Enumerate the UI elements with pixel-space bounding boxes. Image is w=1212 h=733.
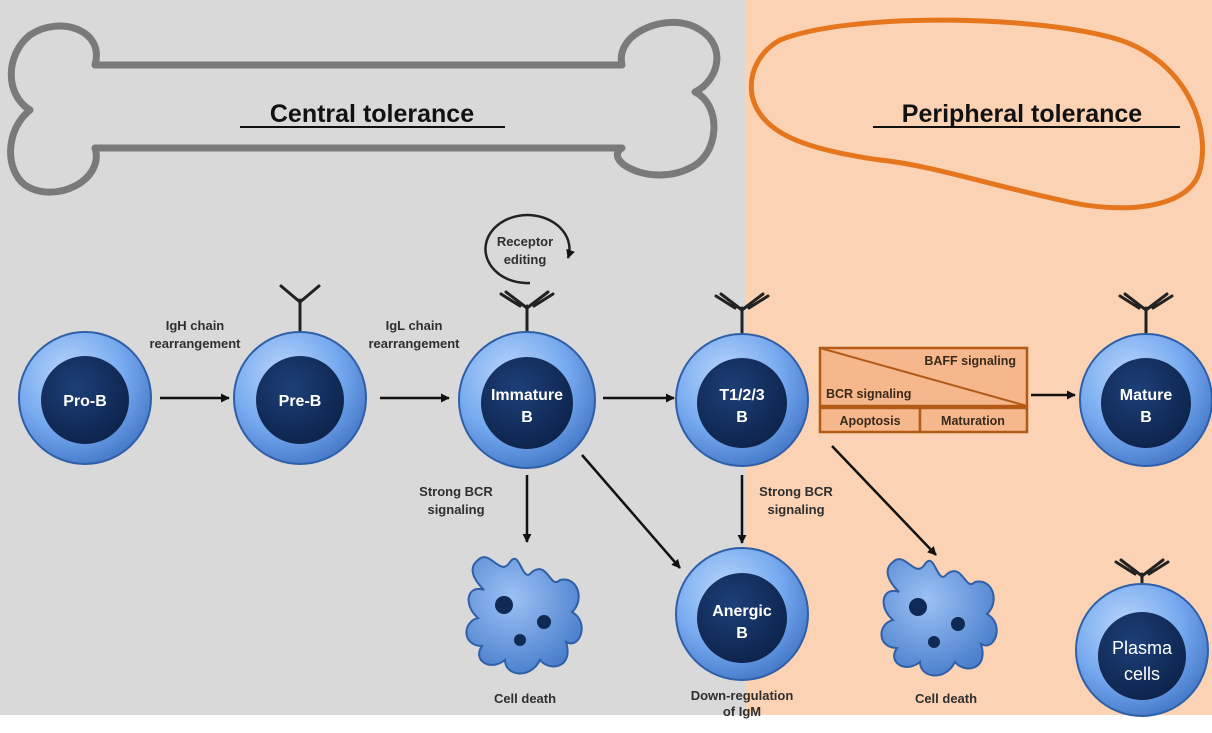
pre-b-label: Pre-B (279, 393, 322, 410)
mature-b-cell: Mature B (1079, 333, 1212, 467)
t123-b-label-2: B (736, 409, 748, 426)
arrow-immature-to-anergic (581, 454, 681, 569)
cell-death-label-2: Cell death (915, 691, 977, 706)
pro-b-cell: Pro-B (18, 331, 152, 465)
central-tolerance-title: Central tolerance (270, 100, 474, 128)
apoptotic-cell-icon-2 (880, 558, 998, 677)
maturation-label: Maturation (941, 414, 1005, 428)
plasma-cells-label-2: cells (1124, 664, 1160, 684)
antibody-icon-immature (499, 290, 555, 337)
mature-b-label: Mature (1120, 387, 1173, 404)
receptor-editing-loop: Receptor editing (484, 213, 575, 285)
strong-bcr-label-1: Strong BCR (419, 484, 493, 499)
strong-bcr-label-2b: signaling (767, 502, 824, 517)
arrow-t123-to-death (831, 445, 937, 556)
plasma-cells-label: Plasma (1112, 638, 1173, 658)
plasma-cell: Plasma cells (1075, 583, 1209, 717)
bone-marrow-icon (7, 18, 721, 196)
immature-b-cell: Immature B (458, 331, 596, 469)
peripheral-organ-icon (748, 17, 1205, 211)
antibody-icon-mature (1118, 292, 1174, 337)
bcr-signaling-label: BCR signaling (826, 387, 911, 401)
apoptosis-label: Apoptosis (839, 414, 900, 428)
igh-label-2: rearrangement (149, 336, 241, 351)
downregulation-label-2: of IgM (723, 704, 761, 719)
peripheral-tolerance-title: Peripheral tolerance (902, 100, 1142, 128)
receptor-editing-label-2: editing (504, 252, 547, 267)
pre-b-cell: Pre-B (233, 331, 367, 465)
anergic-b-cell: Anergic B (675, 547, 809, 681)
antibody-icon-t123 (714, 292, 770, 337)
igl-label: IgL chain (386, 318, 443, 333)
anergic-b-label-2: B (736, 625, 748, 642)
strong-bcr-label-1b: signaling (427, 502, 484, 517)
strong-bcr-label-2: Strong BCR (759, 484, 833, 499)
anergic-b-label: Anergic (712, 603, 772, 620)
downregulation-label: Down-regulation (691, 688, 794, 703)
antibody-icon-preb (279, 284, 321, 337)
immature-b-label: Immature (491, 387, 563, 404)
baff-signaling-label: BAFF signaling (924, 354, 1016, 368)
pro-b-label: Pro-B (63, 393, 107, 410)
immature-b-label-2: B (521, 409, 533, 426)
igl-label-2: rearrangement (368, 336, 460, 351)
cell-death-label-1: Cell death (494, 691, 556, 706)
t123-b-label: T1/2/3 (719, 387, 764, 404)
receptor-editing-label: Receptor (497, 234, 553, 249)
t123-b-cell: T1/2/3 B (675, 333, 809, 467)
mature-b-label-2: B (1140, 409, 1152, 426)
signaling-balance-box: BAFF signaling BCR signaling Apoptosis M… (818, 346, 1029, 434)
apoptotic-cell-icon-1 (465, 556, 583, 675)
igh-label: IgH chain (166, 318, 225, 333)
